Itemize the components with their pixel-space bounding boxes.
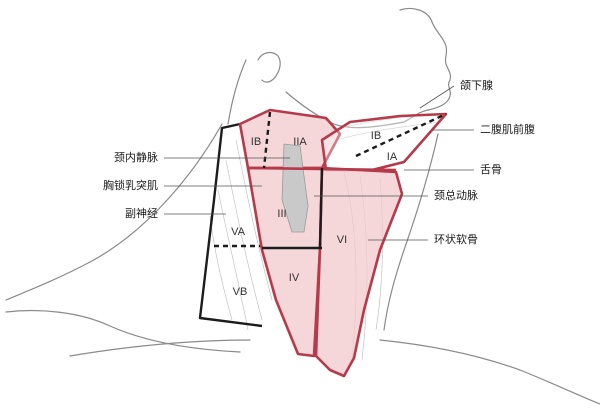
label-level-ib-left: IB: [251, 136, 261, 148]
trapezius-outline: [5, 123, 223, 301]
shoulder-outline: [5, 309, 241, 353]
label-level-va: VA: [231, 226, 246, 238]
callout-common-carotid: 颈总动脉: [434, 188, 478, 202]
label-level-iia: IIA: [293, 136, 307, 148]
label-level-iii: III: [277, 208, 286, 220]
level-vi-region: [314, 166, 404, 378]
back-of-head-outline: [227, 59, 247, 125]
ear-outline: [257, 51, 281, 83]
callout-internal-jugular: 颈内静脉: [114, 150, 158, 164]
callout-cricoid: 环状软骨: [434, 232, 478, 246]
jaw-outline: [285, 91, 405, 129]
callouts-right: 颌下腺 二腹肌前腹 舌骨 颈总动脉 环状软骨: [314, 78, 535, 246]
label-level-iv: IV: [289, 272, 300, 284]
face-profile-outline: [399, 7, 452, 123]
level-v-region: [198, 122, 263, 328]
callout-submandibular-gland: 颌下腺: [460, 78, 493, 92]
level-ib-iia-divider: [262, 111, 272, 169]
callout-hyoid: 舌骨: [480, 163, 502, 176]
callout-anterior-digastric: 二腹肌前腹: [480, 122, 535, 136]
label-level-vb: VB: [233, 286, 248, 298]
level-ia-ib-divider: [355, 112, 447, 158]
label-level-vi: VI: [337, 234, 347, 246]
callout-sternocleidomastoid: 胸锁乳突肌: [103, 178, 158, 192]
callouts-left: 颈内静脉 胸锁乳突肌 副神经: [103, 150, 290, 220]
level-v-outline: [198, 122, 263, 328]
front-neck-outline: [383, 133, 439, 331]
label-level-ib-right: IB: [371, 130, 381, 142]
internal-jugular-vessel: [281, 143, 309, 233]
anterior-levels-region: [238, 108, 448, 378]
chest-outline: [379, 339, 600, 405]
clavicle-outline: [69, 339, 251, 357]
sternocleidomastoid-front-border: [318, 167, 324, 249]
label-level-ia: IA: [387, 151, 398, 163]
callout-accessory-nerve: 副神经: [125, 206, 158, 220]
level-labels: IB IIA IB IA III VA VB IV VI: [231, 130, 398, 298]
